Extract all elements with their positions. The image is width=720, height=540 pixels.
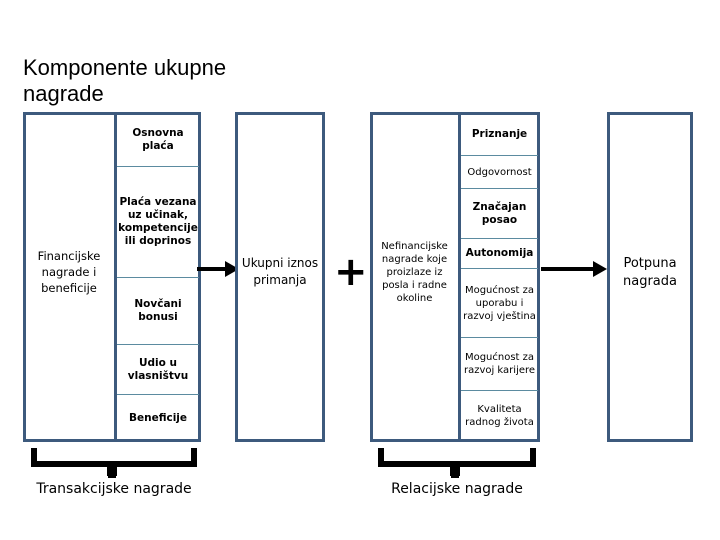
nonfinancial-cell-divider-4 (461, 268, 538, 269)
financial-cell-divider-4 (117, 394, 199, 395)
transactional-rewards-bracket (30, 446, 198, 478)
nonfinancial-cell-divider-5 (461, 337, 538, 338)
total-reward-label: Potpuna nagrada (623, 256, 677, 289)
page-title: Komponente ukupne nagrade (23, 55, 227, 106)
nonfinancial-cell-mogucnost-uporaba-razvoj-vjestina: Mogućnost za uporabu i razvoj vještina (463, 284, 536, 322)
arrow-nonfinancial-to-total-reward (541, 258, 607, 280)
total-remuneration-box (235, 112, 325, 442)
financial-group-column-divider (114, 112, 117, 442)
arrow-financial-to-total-remuneration (197, 258, 239, 280)
financial-cell-placa-vezana: Plaća vezana uz učinak, kompetencije ili… (118, 196, 198, 247)
nonfinancial-cell-divider-1 (461, 155, 538, 156)
financial-cell-novcani-bonusi: Novčani bonusi (134, 298, 182, 323)
total-remuneration-label: Ukupni iznos primanja (241, 256, 319, 287)
nonfinancial-rewards-group-box (370, 112, 540, 442)
financial-cell-divider-2 (117, 277, 199, 278)
nonfinancial-cell-priznanje: Priznanje (471, 128, 528, 140)
financial-rewards-side-label: Financijske nagrade i beneficije (37, 249, 101, 295)
nonfinancial-cell-divider-6 (461, 390, 538, 391)
nonfinancial-cell-autonomija: Autonomija (465, 247, 534, 259)
financial-cell-udio-u-vlasnistvu: Udio u vlasništvu (127, 356, 189, 382)
relational-rewards-label: Relacijske nagrade (391, 481, 523, 497)
financial-cell-divider-1 (117, 166, 199, 167)
transactional-rewards-label: Transakcijske nagrade (36, 481, 192, 497)
relational-rewards-bracket (377, 446, 537, 478)
nonfinancial-rewards-side-label: Nefinancijske nagrade koje proizlaze iz … (381, 240, 448, 304)
nonfinancial-cell-mogucnost-razvoj-karijere: Mogućnost za razvoj karijere (463, 352, 536, 376)
nonfinancial-cell-odgovornost: Odgovornost (467, 166, 532, 178)
plus-operator: + (334, 249, 368, 295)
total-reward-box (607, 112, 693, 442)
financial-cell-beneficije: Beneficije (128, 411, 188, 424)
financial-cell-osnovna-placa: Osnovna plaća (132, 127, 184, 152)
nonfinancial-group-column-divider (458, 112, 461, 442)
nonfinancial-cell-divider-3 (461, 238, 538, 239)
nonfinancial-cell-divider-2 (461, 188, 538, 189)
nonfinancial-cell-kvaliteta-radnog-zivota: Kvaliteta radnog života (465, 404, 534, 428)
financial-cell-divider-3 (117, 344, 199, 345)
nonfinancial-cell-znacajan-posao: Značajan posao (472, 200, 527, 226)
